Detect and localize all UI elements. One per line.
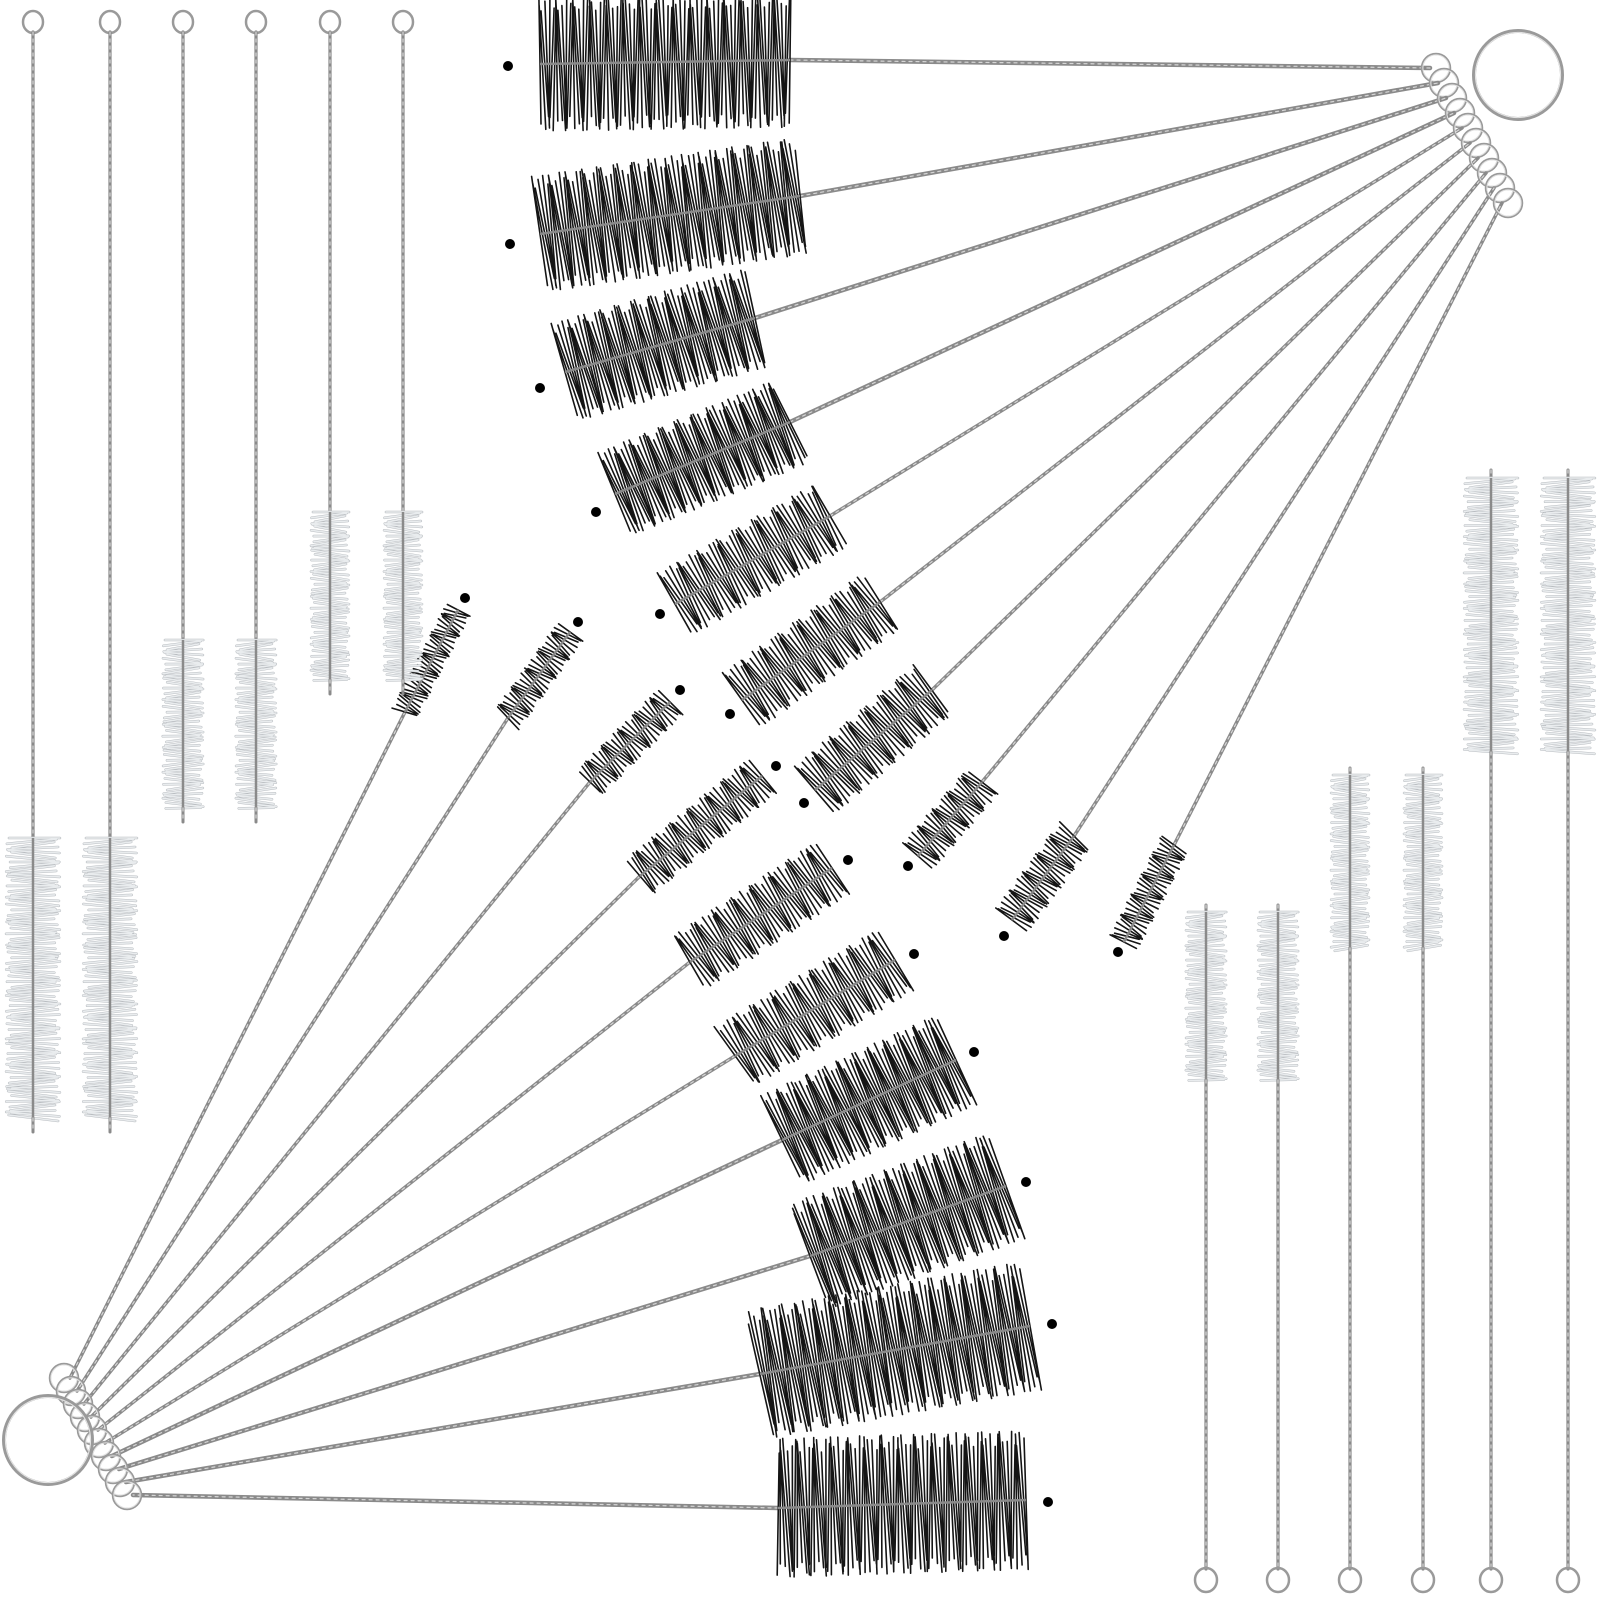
hanging-loop <box>391 9 415 35</box>
white-straight-brush <box>1329 766 1371 1594</box>
upper-fan-brush <box>535 82 1468 419</box>
upper-fan-brush <box>995 172 1516 941</box>
upper-fan-brush <box>591 97 1476 534</box>
white-straight-brush <box>382 9 424 696</box>
brush-tip <box>843 855 853 865</box>
upper-fan-brush <box>655 112 1484 633</box>
lower-fan-brush <box>111 1430 1053 1578</box>
hanging-loop <box>21 9 45 35</box>
hanging-loop <box>1478 1566 1504 1594</box>
hanging-loop <box>1193 1566 1219 1594</box>
brush-tip <box>1047 1319 1057 1329</box>
upper-fan-brush <box>1109 187 1524 957</box>
white-straight-brush <box>234 9 278 824</box>
upper-fan-brush <box>902 157 1508 871</box>
brush-tip <box>969 1047 979 1057</box>
white-straight-brush <box>1539 468 1597 1594</box>
brush-tip <box>725 709 735 719</box>
hanging-loop <box>1555 1566 1581 1594</box>
white-straight-brush <box>1462 468 1520 1594</box>
hanging-loop <box>1410 1566 1436 1594</box>
white-brush-group-right <box>1184 468 1597 1594</box>
brush-tip <box>505 239 515 249</box>
white-straight-brush <box>309 9 351 696</box>
white-straight-brush <box>1402 766 1444 1594</box>
lower-fan-brush <box>90 1017 979 1472</box>
lower-fan-brush <box>62 685 685 1420</box>
brush-tip <box>1043 1497 1053 1507</box>
brush-tip <box>1021 1177 1031 1187</box>
upper-fan-brush <box>793 142 1500 813</box>
hanging-loop <box>1265 1566 1291 1594</box>
hanging-loop <box>98 9 122 35</box>
white-straight-brush <box>161 9 205 824</box>
upper-fan-brush-group <box>503 0 1564 957</box>
hanging-loop <box>244 9 268 35</box>
key-ring <box>1472 29 1564 121</box>
lower-fan-brush <box>76 843 853 1446</box>
brush-tip <box>1113 947 1123 957</box>
brush-tip <box>591 507 601 517</box>
lower-fan-brush <box>69 759 781 1433</box>
hanging-loop <box>1337 1566 1363 1594</box>
upper-fan-brush <box>503 0 1452 132</box>
brush-tip <box>460 593 470 603</box>
brush-tip <box>799 798 809 808</box>
white-straight-brush <box>4 9 62 1134</box>
key-ring <box>2 1394 94 1486</box>
lower-fan-brush <box>48 593 471 1394</box>
brush-tip <box>573 617 583 627</box>
brush-tip <box>503 61 513 71</box>
lower-fan-brush <box>97 1135 1031 1485</box>
white-straight-brush <box>1256 903 1300 1594</box>
brush-tip <box>903 861 913 871</box>
brush-tip <box>909 949 919 959</box>
white-straight-brush <box>1184 903 1228 1594</box>
hanging-loop <box>318 9 342 35</box>
brush-tip <box>999 931 1009 941</box>
white-brush-group-left <box>4 9 424 1134</box>
lower-fan-brush-group <box>2 593 1057 1578</box>
upper-fan-brush <box>505 67 1460 291</box>
hanging-loop <box>171 9 195 35</box>
brush-tip <box>675 685 685 695</box>
white-straight-brush <box>81 9 139 1134</box>
brush-tip <box>535 383 545 393</box>
lower-fan-brush <box>83 931 919 1459</box>
upper-fan-brush <box>721 127 1492 726</box>
brush-tip <box>655 609 665 619</box>
lower-fan-brush <box>104 1263 1057 1498</box>
brush-tip <box>771 761 781 771</box>
